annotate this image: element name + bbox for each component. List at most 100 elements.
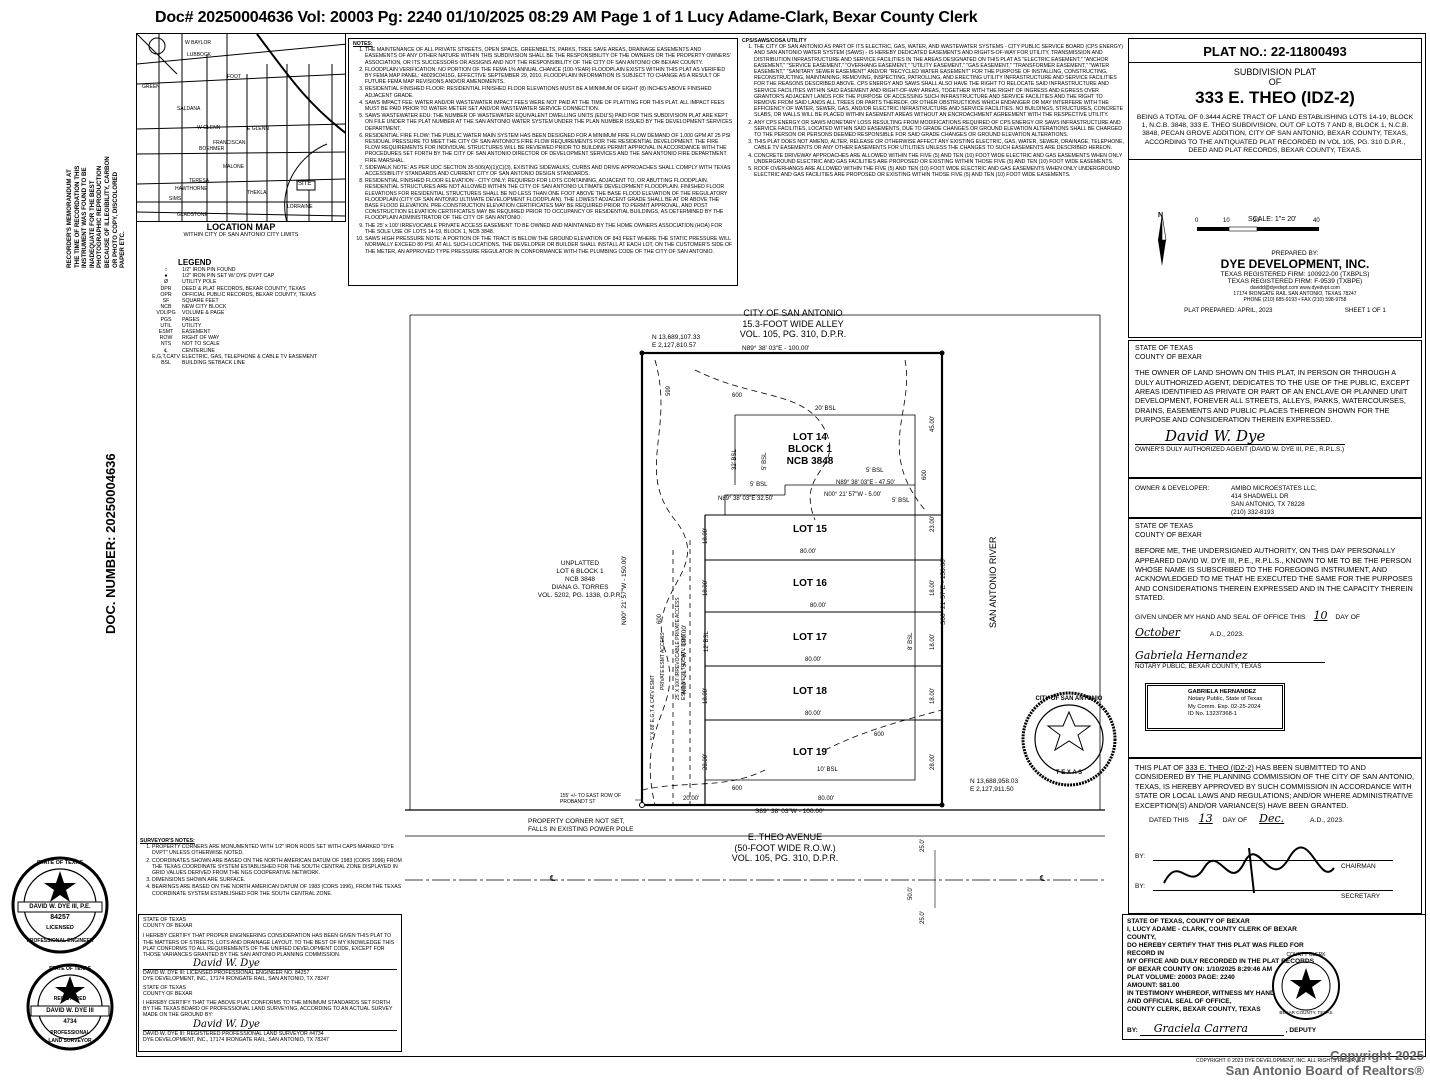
contour-label: 600 bbox=[922, 469, 928, 480]
legend-symbol: ○ bbox=[164, 267, 168, 273]
coord-line: N 13,689,107.33 bbox=[652, 334, 701, 341]
surveyor-county: COUNTY OF BEXAR bbox=[143, 990, 193, 997]
map-street-label: SALDANA bbox=[177, 106, 201, 112]
north-bearing: N89° 38' 03"E - 100.00' bbox=[742, 345, 810, 352]
subdivision-name: 333 E. THEO (IDZ-2) bbox=[1195, 88, 1355, 107]
legend-description: UTILITY POLE bbox=[182, 279, 217, 286]
rpls-seal-land-surveyor: LAND SURVEYOR bbox=[48, 1038, 92, 1044]
note-item: RESIDENTIAL FINISHED FLOOR: RESIDENTIAL … bbox=[365, 86, 733, 98]
east-bearing: S00° 21' 57"E - 150.00' bbox=[940, 557, 947, 625]
south-bearing: S89° 38' 03"W - 100.00' bbox=[755, 808, 824, 815]
legend-symbol: ℄ bbox=[164, 347, 168, 354]
alley-line: 15.3-FOOT WIDE ALLEY bbox=[742, 318, 844, 329]
scale-bar-graphic bbox=[1197, 226, 1319, 232]
notary-text: BEFORE ME, THE UNDERSIGNED AUTHORITY, ON… bbox=[1135, 546, 1413, 603]
owner-agent: OWNER'S DULY AUTHORIZED AGENT (DAVID W. … bbox=[1135, 445, 1345, 453]
preparer-line: TEXAS REGISTERED FIRM: 100922-00 (TXBPLS… bbox=[1220, 271, 1370, 278]
centerline-symbol: ℄ bbox=[1040, 874, 1046, 883]
owner-dedication-text: THE OWNER OF LAND SHOWN ON THIS PLAT, IN… bbox=[1135, 368, 1410, 425]
clerk-by: BY: bbox=[1127, 1027, 1138, 1034]
location-map-drawing bbox=[137, 34, 345, 221]
contour-label: 600 bbox=[874, 732, 885, 738]
clerk-line: STATE OF TEXAS, COUNTY OF BEXAR bbox=[1127, 918, 1250, 925]
alley-line: VOL. 105, PG. 310, D.P.R. bbox=[739, 329, 847, 339]
cps-title: CPS/SAWS/COSA UTILITY bbox=[742, 38, 807, 44]
dim-80: 80.00' bbox=[805, 657, 822, 663]
note-item: CONCRETE DRIVEWAY APPROACHES ARE ALLOWED… bbox=[754, 153, 1126, 165]
legend-symbol: Ø bbox=[163, 279, 169, 286]
notary-given: GIVEN UNDER MY HAND AND SEAL OF OFFICE T… bbox=[1135, 613, 1306, 621]
notary-title: NOTARY PUBLIC, BEXAR COUNTY, TEXAS bbox=[1135, 661, 1325, 670]
notary-certificate: STATE OF TEXAS COUNTY OF BEXAR BEFORE ME… bbox=[1128, 518, 1422, 758]
notes-title: NOTES: bbox=[353, 41, 373, 47]
street-line: VOL. 105, PG. 310, D.P.R. bbox=[731, 853, 839, 863]
bsl-10: 10' BSL bbox=[817, 767, 838, 773]
legend-symbol: ROW bbox=[159, 335, 173, 342]
surveyor-text: I HEREBY CERTIFY THAT THE ABOVE PLAT CON… bbox=[143, 1000, 393, 1019]
owner-developer-line: (210) 332-8193 bbox=[1231, 509, 1275, 516]
document-header: Doc# 20250004636 Vol: 20003 Pg: 2240 01/… bbox=[155, 9, 978, 26]
note-item: ANY CPS ENERGY OR SAWS MONETARY LOSS RES… bbox=[754, 120, 1126, 139]
legend-description: EASEMENT bbox=[182, 329, 211, 336]
planning-chairman: CHAIRMAN bbox=[1341, 863, 1376, 870]
note-item: THE CITY OF SAN ANTONIO AS PART OF ITS E… bbox=[754, 44, 1126, 118]
lot-17-label: LOT 17 bbox=[793, 632, 827, 643]
location-map-subtitle: WITHIN CITY OF SAN ANTONIO CITY LIMITS bbox=[183, 232, 299, 238]
street-line: E. THEO AVENUE bbox=[747, 832, 823, 842]
unplatted-line: UNPLATTED bbox=[560, 560, 600, 567]
dim-18: 18.00' bbox=[703, 579, 709, 596]
scale-tick: 40 bbox=[1313, 218, 1320, 224]
note-item: THIS PLAT DOES NOT AMEND, ALTER, RELEASE… bbox=[754, 139, 1126, 151]
planning-commission: THIS PLAT OF 333 E. THEO (IDZ-2) HAS BEE… bbox=[1128, 758, 1422, 914]
recorders-memorandum: RECORDER'S MEMORANDUM AT THE TIME OF REC… bbox=[66, 156, 127, 268]
scale-label: SCALE: 1"= 20' bbox=[1248, 216, 1297, 223]
unplatted-line: VOL. 5202, PG. 1338, O.P.R. bbox=[537, 592, 623, 599]
lot-ncb: NCB 3848 bbox=[786, 456, 834, 467]
map-street-label: GLADSTONE bbox=[177, 212, 208, 218]
access-easement-label: 25' X 100' IRREVOCABLE PRIVATE ACCESS ES… bbox=[675, 597, 687, 700]
legend-description: 1/2" IRON PIN FOUND bbox=[182, 267, 236, 273]
clerk-line: COUNTY CLERK, BEXAR COUNTY, TEXAS bbox=[1127, 1006, 1261, 1013]
map-street-label: LORRAINE bbox=[287, 204, 313, 210]
legend-description: 1/2" IRON PIN SET W/ DYE DVPT CAP bbox=[182, 273, 275, 280]
cps-list: THE CITY OF SAN ANTONIO AS PART OF ITS E… bbox=[742, 44, 1126, 178]
surveyors-notes: SURVEYOR'S NOTES: PROPERTY CORNERS ARE M… bbox=[140, 838, 402, 898]
scale-tick: 20 bbox=[1253, 218, 1260, 224]
planning-day: 13 bbox=[1198, 812, 1213, 826]
planning-secretary: SECRETARY bbox=[1341, 893, 1381, 900]
dim-80: 80.00' bbox=[800, 549, 817, 555]
rpls-seal-professional: PROFESSIONAL bbox=[50, 1030, 90, 1036]
map-street-label: SIMS bbox=[169, 196, 182, 202]
planning-day-of: DAY OF bbox=[1222, 817, 1248, 825]
owner-signature: David W. Dye bbox=[1165, 426, 1266, 445]
contour-label: 600 bbox=[732, 393, 743, 399]
notary-signature: Gabriela Hernandez bbox=[1135, 648, 1248, 662]
pe-seal-number: 84257 bbox=[50, 914, 70, 921]
legend-description: CENTERLINE bbox=[182, 347, 215, 354]
legend-description: ELECTRIC, GAS, TELEPHONE & CABLE TV EASE… bbox=[182, 353, 318, 360]
note-item: DIMENSIONS SHOWN ARE SURFACE. bbox=[152, 877, 402, 883]
notary-stamp-line: ID No. 13237368-1 bbox=[1188, 711, 1237, 718]
bsl-8: 8' BSL bbox=[908, 632, 914, 651]
copyright-small: COPYRIGHT © 2023 DYE DEVELOPMENT, INC. A… bbox=[1196, 1058, 1366, 1064]
north-arrow-icon bbox=[1158, 213, 1167, 266]
note-item: COORDINATES SHOWN ARE BASED ON THE NORTH… bbox=[152, 858, 402, 877]
map-street-label: THEKLA bbox=[247, 190, 267, 196]
legend-symbol: VOL/PG bbox=[156, 310, 176, 317]
map-street-label: W BAYLOR bbox=[185, 40, 212, 46]
clerk-signature: Graciela Carrera bbox=[1139, 1022, 1284, 1036]
city-seal bbox=[1021, 691, 1117, 787]
access-easement-label-2: PRIVATE ESMT ACCESS bbox=[660, 632, 666, 690]
legend-title: LEGEND bbox=[178, 258, 212, 267]
legend-description: OFFICIAL PUBLIC RECORDS, BEXAR COUNTY, T… bbox=[182, 291, 316, 298]
legend-description: NOT TO SCALE bbox=[182, 341, 220, 348]
lot-number: LOT 14 bbox=[793, 432, 827, 443]
distance-to-row: 155' +/- TO EAST ROW OF PROBANDT ST bbox=[560, 793, 622, 805]
location-map: SITE W BAYLOR LUBBOCK FOOT GREEN SALDANA… bbox=[136, 33, 346, 222]
map-street-label: LUBBOCK bbox=[187, 52, 211, 58]
surveyor-line2: DYE DEVELOPMENT, INC., 17174 IRONGATE RA… bbox=[143, 1036, 329, 1043]
legend-description: UTILITY bbox=[182, 322, 202, 329]
legend-row: ○ 1/2" IRON PIN FOUND bbox=[150, 267, 350, 273]
